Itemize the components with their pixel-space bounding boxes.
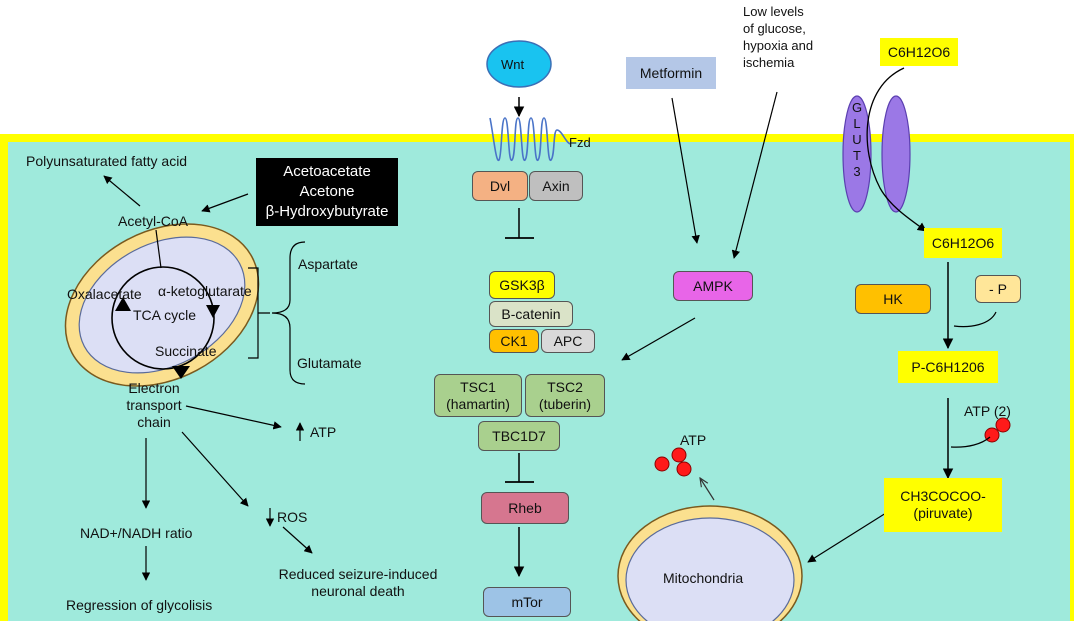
pyruvate-box: CH3COCOO- (piruvate) — [884, 478, 1002, 532]
ketone-bodies-box: Acetoacetate Acetone β-Hydroxybutyrate — [256, 158, 398, 226]
wnt-ellipse — [486, 40, 552, 88]
low-levels-label: Low levels of glucose, hypoxia and ische… — [743, 4, 814, 70]
tsc2-box: TSC2 (tuberin) — [525, 374, 605, 417]
atp2-dot — [995, 417, 1011, 433]
reduced-death-label: Reduced seizure-induced neuronal death — [278, 566, 438, 599]
glutamate-label: Glutamate — [297, 355, 362, 371]
bracket-small — [248, 267, 270, 359]
fzd-receptor-coil — [489, 117, 572, 161]
fzd-label: Fzd — [569, 135, 591, 150]
mito-inner — [625, 517, 795, 621]
tca-arrowhead-3 — [172, 366, 190, 379]
tca-cycle-circle — [111, 266, 215, 370]
succinate-label: Succinate — [155, 343, 217, 359]
wnt-label: Wnt — [501, 57, 525, 72]
p-glucose-box: P-C6H1206 — [898, 351, 998, 383]
ros-label: ROS — [277, 509, 308, 525]
glucose-inside-box: C6H12O6 — [924, 228, 1002, 258]
curve-atp2 — [950, 436, 991, 448]
arrow-mito-to-atp — [700, 478, 715, 501]
dvl-box: Dvl — [472, 171, 528, 201]
arrow-pyruvate-to-mito — [807, 512, 887, 563]
atp-dot — [671, 447, 687, 463]
glut3-right — [881, 95, 911, 213]
glut3-label: G L U T 3 — [851, 100, 863, 179]
arrow-lowlevels-to-ampk — [731, 91, 778, 259]
bracket-large — [271, 241, 306, 385]
tca-cycle-label: TCA cycle — [133, 307, 197, 323]
aspartate-label: Aspartate — [298, 256, 358, 272]
glucose-outside-box: C6H12O6 — [880, 38, 958, 66]
curve-minus-p — [953, 311, 997, 328]
mtor-box: mTor — [483, 587, 571, 617]
polyunsaturated-label: Polyunsaturated fatty acid — [26, 153, 188, 169]
tsc1-box: TSC1 (hamartin) — [434, 374, 522, 417]
apc-box: APC — [541, 329, 595, 353]
oxalacetate-label: Oxalacetate — [67, 286, 142, 302]
nad-ratio-label: NAD+/NADH ratio — [80, 525, 193, 541]
alpha-kg-label: α-ketoglutarate — [158, 283, 252, 299]
metformin-box: Metformin — [626, 57, 716, 89]
atp-label-right: ATP — [680, 432, 707, 448]
atp-dot — [654, 456, 670, 472]
tca-mito-inner — [78, 236, 246, 374]
arrow-ketones-to-acetylcoa — [201, 193, 249, 213]
arrow-metformin-to-ampk — [671, 97, 700, 244]
tbc1d7-box: TBC1D7 — [478, 421, 560, 451]
ampk-box: AMPK — [673, 271, 753, 301]
arrow-etc-to-ros — [181, 431, 249, 507]
rheb-box: Rheb — [481, 492, 569, 524]
gsk3b-box: GSK3β — [489, 271, 555, 299]
arrow-ros-to-reduced — [282, 526, 313, 554]
glut3-left — [842, 95, 872, 213]
atp-label-left: ATP — [310, 424, 337, 440]
arrow-to-polyunsaturated — [103, 175, 141, 207]
ck1-box: CK1 — [489, 329, 539, 353]
mitochondria-label: Mitochondria — [663, 570, 744, 586]
hk-box: HK — [855, 284, 931, 314]
acetyl-coa-label: Acetyl-CoA — [118, 213, 189, 229]
arrow-glucose-through-glut3 — [866, 67, 927, 232]
arrow-ampk-to-tsc — [621, 317, 696, 361]
etc-label: Electron transport chain — [126, 380, 182, 430]
arrow-etc-to-atp — [185, 405, 282, 430]
b-catenin-box: B-catenin — [489, 301, 573, 327]
minus-p-box: - P — [975, 275, 1021, 303]
axin-box: Axin — [529, 171, 583, 201]
atp2-label: ATP (2) — [964, 403, 1011, 419]
tca-arrowhead-1 — [115, 297, 131, 311]
regression-label: Regression of glycolisis — [66, 597, 213, 613]
tca-arrowhead-2 — [206, 305, 220, 318]
line-acetylcoa-to-cycle — [155, 229, 162, 269]
atp-dot — [676, 461, 692, 477]
